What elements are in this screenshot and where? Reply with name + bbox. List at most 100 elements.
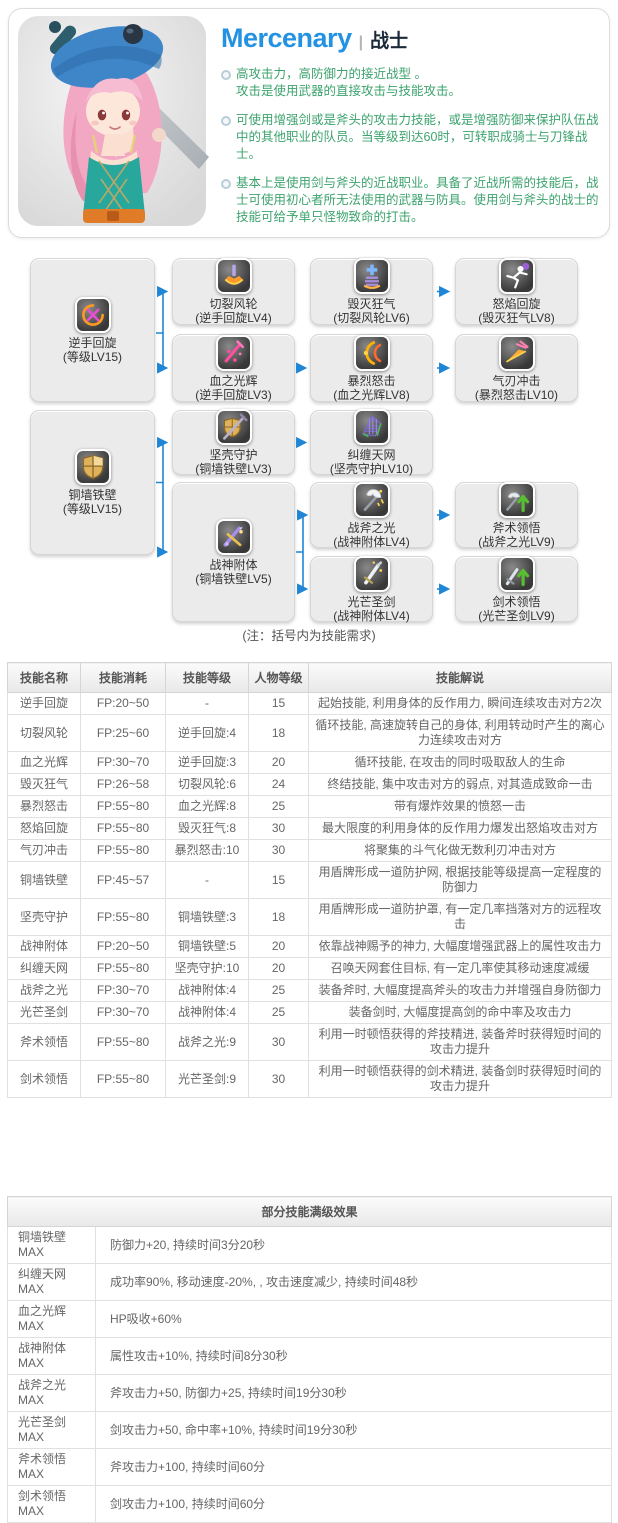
skill-node-jslw: 剑术领悟(光芒圣剑LV9) — [455, 555, 578, 623]
sword-light-icon — [353, 555, 390, 592]
skill-node-jksh: 坚壳守护(铜墙铁壁LV3) — [172, 409, 295, 476]
table-cell: FP:55~80 — [80, 1060, 166, 1098]
max-skill-label: 铜墙铁壁MAX — [7, 1226, 96, 1264]
table-cell: 毁灭狂气 — [7, 773, 81, 796]
skill-node-name: 血之光辉 — [209, 373, 258, 388]
skill-node-qlfl: 切裂风轮(逆手回旋LV4) — [172, 258, 295, 325]
table-cell: FP:55~80 — [80, 1023, 166, 1061]
table-cell: FP:20~50 — [80, 935, 166, 958]
shell-guard-icon — [215, 409, 252, 445]
skill-node-requirement: (等级LV15) — [62, 349, 123, 364]
skill-node-t1root: 逆手回旋(等级LV15) — [30, 258, 155, 402]
table-cell: 30 — [248, 1023, 309, 1061]
whirl-blade-icon — [215, 258, 252, 294]
table-cell: 战神附体:4 — [165, 979, 249, 1002]
table-cell: 利用一时顿悟获得的剑术精进, 装备剑时获得短时间的攻击力提升 — [308, 1060, 612, 1098]
skill-node-hmkq: 毁灭狂气(切裂风轮LV6) — [310, 258, 433, 325]
blade-rush-icon — [498, 334, 535, 371]
table-cell: 用盾牌形成一道防护罩, 有一定几率挡落对方的远程攻击 — [308, 898, 612, 936]
table-cell: 15 — [248, 692, 309, 715]
tangle-net-icon — [353, 409, 390, 445]
table-cell: 斧术领悟 — [7, 1023, 81, 1061]
table-cell: 20 — [248, 935, 309, 958]
skill-node-name: 斧术领悟 — [492, 520, 541, 535]
table-cell: 起始技能, 利用身体的反作用力, 瞬间连续攻击对方2次 — [308, 692, 612, 715]
class-description-line: 基本上是使用剑与斧头的近战职业。具备了近战所需的技能后，战 — [236, 176, 599, 190]
table-cell: 25 — [248, 979, 309, 1002]
skill-node-zfzg: 战斧之光(战神附体LV4) — [310, 481, 433, 549]
class-intro-text: Mercenary | 战士 高攻击力，高防御力的接近战型 。攻击是使用武器的直… — [221, 23, 603, 238]
skill-node-gmsj: 光芒圣剑(战神附体LV4) — [310, 555, 433, 623]
table-cell: - — [165, 692, 249, 715]
max-skill-effect: 剑攻击力+50, 命中率+10%, 持续时间19分30秒 — [94, 1411, 613, 1449]
table-cell: 剑术领悟 — [7, 1060, 81, 1098]
class-description-item: 基本上是使用剑与斧头的近战职业。具备了近战所需的技能后，战士可使用初心者所无法使… — [221, 175, 603, 226]
iron-wall-icon — [74, 449, 111, 485]
table-cell: 怒焰回旋 — [7, 817, 81, 840]
burst-strike-icon — [353, 334, 390, 371]
skill-node-name: 铜墙铁壁 — [68, 488, 117, 502]
class-description-line: 可使用增强剑或是斧头的攻击力技能，或是增强防御来保护队伍战 — [236, 113, 599, 127]
max-skill-effect: 剑攻击力+100, 持续时间60分 — [94, 1485, 613, 1523]
max-effects-title: 部分技能满级效果 — [6, 1196, 613, 1227]
circle-bullet-icon — [221, 70, 231, 80]
table-cell: - — [165, 861, 249, 899]
skill-node-nyhx: 怒焰回旋(毁灭狂气LV8) — [455, 258, 578, 325]
skill-node-requirement: (等级LV15) — [62, 502, 123, 516]
max-skill-label: 血之光辉MAX — [7, 1300, 96, 1338]
title-separator: | — [358, 34, 364, 51]
table-cell: 战斧之光:9 — [165, 1023, 249, 1061]
skill-node-name: 战斧之光 — [347, 520, 396, 535]
table-cell: 气刃冲击 — [7, 839, 81, 862]
max-skill-effect: 斧攻击力+100, 持续时间60分 — [94, 1448, 613, 1486]
skill-node-name: 战神附体 — [209, 557, 258, 572]
max-skill-label: 光芒圣剑MAX — [7, 1411, 96, 1449]
table-cell: 切裂风轮:6 — [165, 773, 249, 796]
class-description-item: 可使用增强剑或是斧头的攻击力技能，或是增强防御来保护队伍战中的其他职业的队员。当… — [221, 112, 603, 163]
table-cell: 循环技能, 高速旋转自己的身体, 利用转动时产生的离心力连续攻击对方 — [308, 714, 612, 752]
table-cell: FP:30~70 — [80, 751, 166, 774]
table-cell: 25 — [248, 1001, 309, 1024]
table-cell: 暴烈怒击:10 — [165, 839, 249, 862]
max-skill-effect: HP吸收+60% — [94, 1300, 613, 1338]
skill-table-header: 人物等级 — [248, 662, 309, 693]
class-description-line: 士可使用初心者所无法使用的武器与防具。使用剑与斧头的战士的 — [236, 193, 599, 207]
table-cell: FP:26~58 — [80, 773, 166, 796]
table-cell: FP:20~50 — [80, 692, 166, 715]
skill-node-requirement: (逆手回旋LV3) — [195, 387, 272, 402]
class-name-en: Mercenary — [221, 23, 352, 53]
table-cell: 血之光辉:8 — [165, 795, 249, 818]
circle-bullet-icon — [221, 179, 231, 189]
table-cell: 装备剑时, 大幅度提高剑的命中率及攻击力 — [308, 1001, 612, 1024]
destroy-rage-icon — [353, 258, 390, 294]
blood-light-icon — [215, 334, 252, 371]
table-cell: 18 — [248, 714, 309, 752]
class-description-line: 高攻击力，高防御力的接近战型 。 — [236, 67, 427, 81]
table-cell: 24 — [248, 773, 309, 796]
table-cell: 30 — [248, 839, 309, 862]
table-cell: 25 — [248, 795, 309, 818]
table-cell: 20 — [248, 957, 309, 980]
table-cell: 光芒圣剑 — [7, 1001, 81, 1024]
table-cell: 最大限度的利用身体的反作用力爆发出怒焰攻击对方 — [308, 817, 612, 840]
skill-table-header: 技能解说 — [308, 662, 612, 693]
skill-node-requirement: (切裂风轮LV6) — [333, 311, 410, 325]
skill-node-fslw: 斧术领悟(战斧之光LV9) — [455, 481, 578, 549]
table-cell: FP:55~80 — [80, 795, 166, 818]
skill-table-header: 技能名称 — [7, 662, 81, 693]
table-cell: 切裂风轮 — [7, 714, 81, 752]
